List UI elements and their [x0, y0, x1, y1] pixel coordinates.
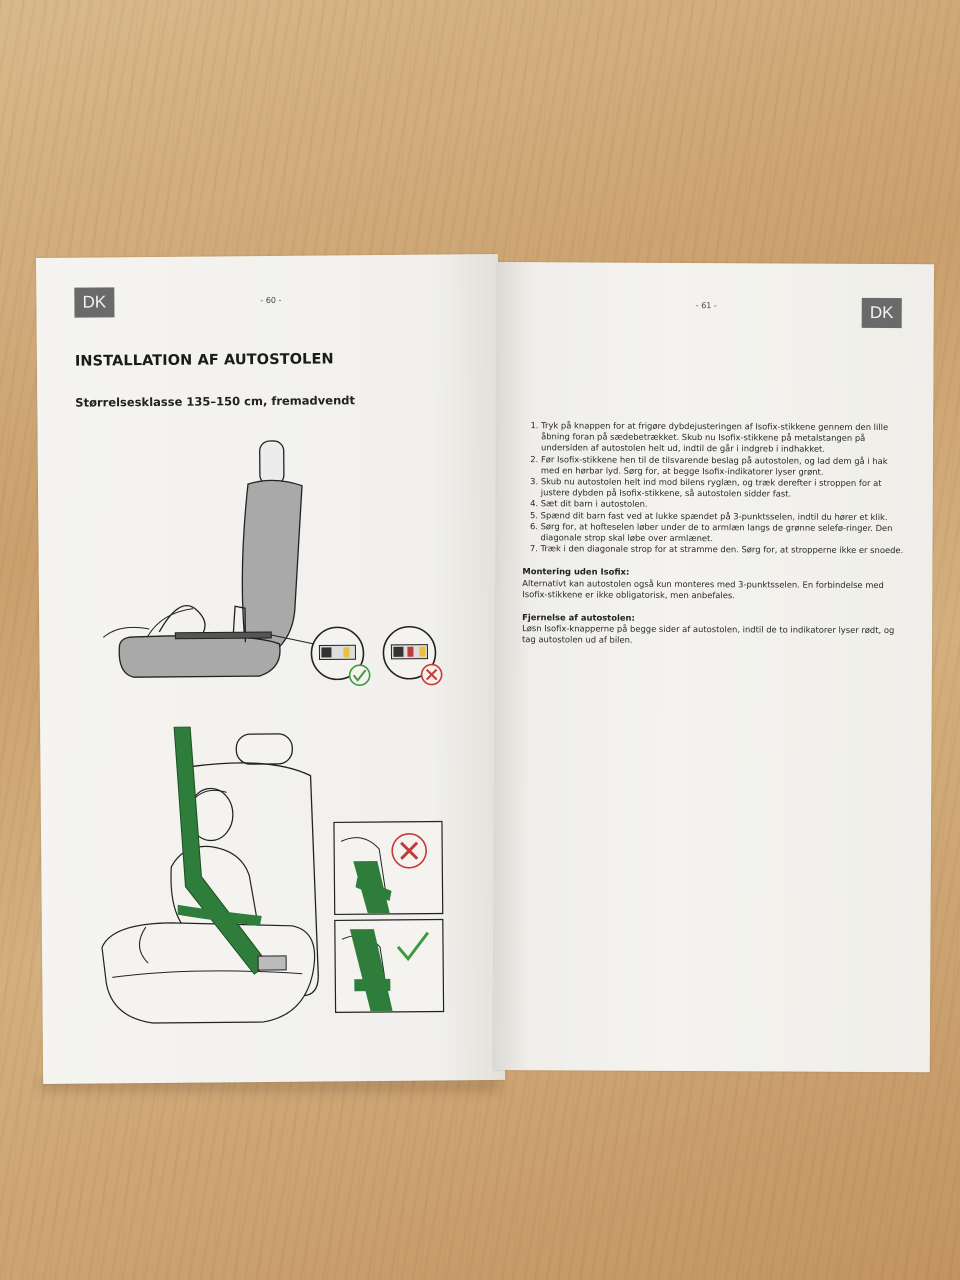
language-badge: DK: [861, 297, 902, 329]
left-page: DK - 60 - INSTALLATION AF AUTOSTOLEN Stø…: [36, 253, 506, 1084]
steps-list: Tryk på knappen for at frigøre dybdejust…: [522, 420, 907, 556]
step-item: Skub nu autostolen helt ind mod bilens r…: [541, 476, 907, 500]
language-badge: DK: [74, 287, 115, 318]
instructions-block: Tryk på knappen for at frigøre dybdejust…: [522, 420, 907, 648]
child-belt-illustration: [101, 726, 319, 1024]
right-page: - 61 - DK Tryk på knappen for at frigøre…: [493, 262, 934, 1073]
section-body: Alternativt kan autostolen også kun mont…: [522, 577, 884, 601]
page-shadow: [40, 1080, 500, 1090]
page-title: INSTALLATION AF AUTOSTOLEN: [74, 351, 334, 370]
isofix-indicator-green-icon: [310, 626, 371, 686]
car-seat-illustration: [102, 440, 322, 678]
section-body: Løsn Isofix-knapperne på begge sider af …: [521, 623, 895, 646]
step-item: Sørg for, at hofteselen løber under de t…: [541, 521, 907, 545]
belt-right-illustration: [334, 918, 445, 1014]
isofix-indicator-red-icon: [382, 625, 443, 686]
belt-wrong-illustration: [333, 820, 444, 916]
step-item: Tryk på knappen for at frigøre dybdejust…: [541, 420, 907, 456]
page-number: - 61 -: [695, 301, 717, 311]
step-item: Før Isofix-stikkene hen til de tilsvaren…: [541, 454, 907, 478]
page-subtitle: Størrelsesklasse 135–150 cm, fremadvendt: [75, 393, 356, 410]
page-number: - 60 -: [260, 295, 282, 306]
step-item: Træk i den diagonale strop for at stramm…: [540, 543, 906, 556]
